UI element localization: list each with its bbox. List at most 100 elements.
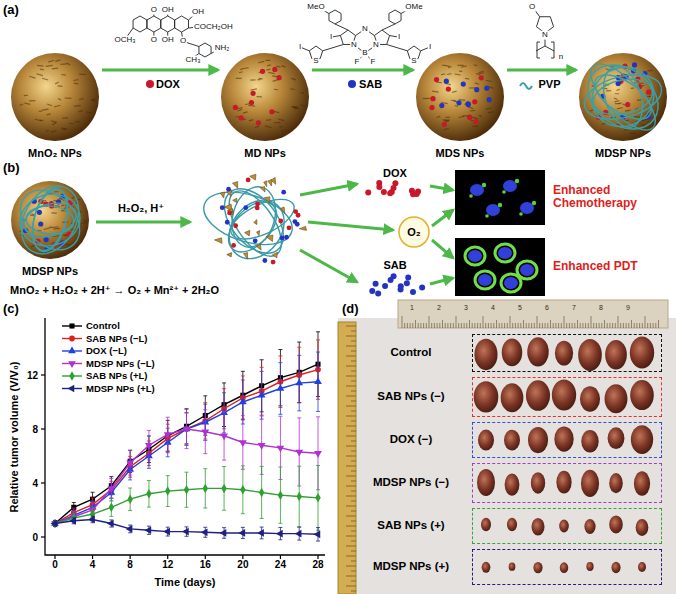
panel-letter: (d) xyxy=(342,302,359,316)
reagent-label: DOX xyxy=(156,78,180,90)
legend-entry: DOX (−L) xyxy=(86,346,127,356)
nanoparticle-sphere xyxy=(578,52,668,142)
node-label: MDSP NPs xyxy=(22,265,78,278)
process-arrow xyxy=(102,69,218,72)
atom-label: n xyxy=(558,53,564,62)
atom-label: OH xyxy=(191,8,205,17)
atom-label: O xyxy=(179,37,187,46)
dox-icon xyxy=(146,80,154,88)
atom-label: I xyxy=(329,33,333,42)
fluorescence-image xyxy=(455,238,545,296)
atom-label: N xyxy=(372,41,380,50)
nanoparticle-sphere xyxy=(220,52,310,142)
treatment-group-box: MDSP NPs (+) xyxy=(472,549,662,585)
treatment-group-box: SAB NPs (−) xyxy=(472,377,662,417)
tick-label: 24 xyxy=(275,559,286,570)
nanoparticle: MD NPs xyxy=(220,52,310,161)
atom-label: F xyxy=(370,58,377,67)
ruler-number: 2 xyxy=(437,304,441,312)
micrograph: Enhanced Chemotherapy xyxy=(455,170,659,225)
process-arrow xyxy=(432,210,453,226)
nanoparticle: MDS NPs xyxy=(415,52,505,161)
legend-entry: Control xyxy=(86,321,120,331)
legend-sample-marker xyxy=(69,323,74,328)
node-label: DOX xyxy=(383,167,407,180)
tick-label: 12 xyxy=(162,559,173,570)
node-label: DOX (−) xyxy=(357,433,465,446)
atom-label: OMe xyxy=(404,3,423,12)
treatment-group-box: MDSP NPs (−) xyxy=(472,463,662,503)
node-label: SAB xyxy=(383,259,406,272)
axis-title: Time (days) xyxy=(155,576,216,588)
micrograph: Enhanced PDT xyxy=(455,238,659,296)
ruler-number: 6 xyxy=(545,304,549,312)
treatment-group-box: Control xyxy=(472,334,662,372)
oxygen-bubble: O₂ xyxy=(398,216,430,248)
atom-label: N xyxy=(350,41,358,50)
reagent-label: SAB xyxy=(359,78,382,90)
reagent-label: H₂O₂, H⁺ xyxy=(118,202,164,214)
atom-label: I xyxy=(428,43,432,52)
nanoparticle: MDSP NPs xyxy=(578,52,668,161)
node-label: SAB NPs (+) xyxy=(357,519,465,532)
panel-letter: (b) xyxy=(3,161,20,175)
ruler-number: 5 xyxy=(518,304,522,312)
reaction-arrow xyxy=(96,221,190,224)
atom-label: NH₂ xyxy=(214,44,231,53)
panel-letter: (c) xyxy=(3,302,19,316)
atom-label: N xyxy=(541,31,549,40)
legend-sample-marker xyxy=(68,347,76,354)
ruler-number: 9 xyxy=(626,304,630,312)
nanoparticle: MDSP NPs xyxy=(10,180,90,279)
atom-label: COCH₂OH xyxy=(193,23,234,32)
atom-label: B xyxy=(361,49,368,58)
node-label: O₂ xyxy=(407,226,420,239)
atom-label: F xyxy=(354,58,361,67)
tick-label: 8 xyxy=(127,559,133,570)
tick-label: 4 xyxy=(32,478,38,489)
node-label: Control xyxy=(357,346,465,359)
atom-label: OH xyxy=(161,36,175,45)
reagent-label: PVP xyxy=(538,78,560,90)
line-chart xyxy=(41,318,325,559)
atom-label: CH₃ xyxy=(185,56,202,65)
sab-icon xyxy=(348,80,356,88)
tick-label: 0 xyxy=(32,532,38,543)
node-label: MDSP NPs (−) xyxy=(357,476,465,489)
nanoparticle-sphere xyxy=(10,52,100,142)
legend-entry: MDSP NPs (−L) xyxy=(86,358,155,368)
process-arrow xyxy=(430,186,453,190)
tick-label: 4 xyxy=(90,559,96,570)
ruler-number: 3 xyxy=(464,304,468,312)
nanoparticle: MnO₂ NPs xyxy=(10,52,100,161)
tick-label: 12 xyxy=(27,370,38,381)
ruler-number: 7 xyxy=(572,304,576,312)
node-label: Enhanced Chemotherapy xyxy=(553,184,657,212)
process-arrow xyxy=(432,240,453,258)
reaction-equation: MnO₂ + H₂O₂ + 2H⁺ → O₂ + Mn²⁺ + 2H₂O xyxy=(10,284,219,296)
legend-sample-marker xyxy=(68,361,76,368)
legend-sample-marker xyxy=(68,385,75,393)
node-label: MDSP NPs (+) xyxy=(357,560,465,573)
tick-label: 16 xyxy=(200,559,211,570)
treatment-group-box: SAB NPs (+) xyxy=(472,508,662,544)
node-label: MDS NPs xyxy=(436,147,485,160)
legend-sample-marker xyxy=(69,371,74,380)
molecule-cluster: DOX xyxy=(362,163,428,201)
process-arrow xyxy=(430,278,453,284)
node-label: MD NPs xyxy=(244,147,286,160)
atom-label: N xyxy=(361,25,369,34)
legend-entry: SAB NPs (−L) xyxy=(86,333,148,343)
atom-label: S xyxy=(312,57,319,66)
atom-label: O xyxy=(528,3,536,12)
tick-label: 28 xyxy=(312,559,323,570)
node-label: MDSP NPs xyxy=(595,147,651,160)
atom-label: S xyxy=(410,57,417,66)
process-arrow xyxy=(507,69,576,72)
fluorescence-image xyxy=(455,170,545,225)
atom-label: I xyxy=(397,33,401,42)
node-label: Enhanced PDT xyxy=(553,260,657,274)
